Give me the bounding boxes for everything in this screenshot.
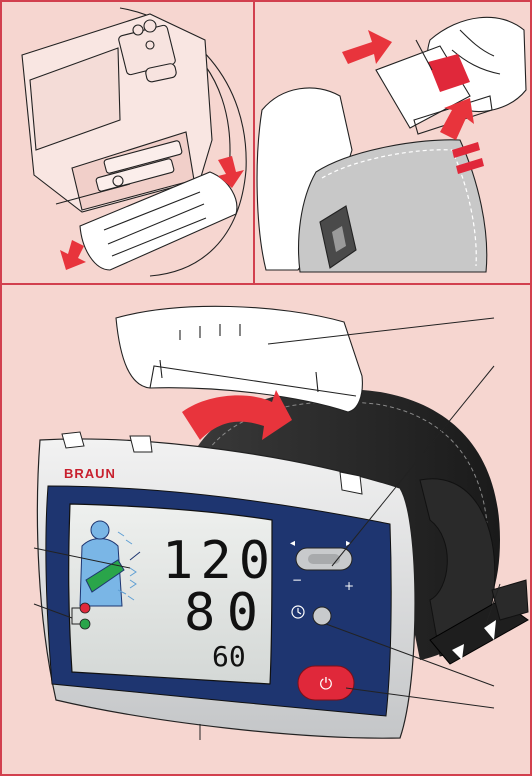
- posture-icon: [79, 520, 141, 607]
- power-icon: ⏻: [320, 674, 333, 693]
- systolic-reading: 120: [162, 531, 270, 591]
- arrow-attach-cover-icon: [182, 390, 292, 440]
- time-set-button[interactable]: [312, 606, 332, 626]
- cuff-arrow-icon: [484, 620, 496, 640]
- brand-logo: BRAUN: [64, 466, 116, 481]
- panel-battery-compartment: [21, 7, 247, 277]
- right-arrow-icon: ▸: [346, 538, 351, 549]
- battery-compartment: [71, 131, 195, 211]
- battery-icon: [95, 158, 175, 192]
- protective-cover: [115, 305, 363, 413]
- arrow-down-right-icon: [218, 156, 244, 188]
- battery-icon: [103, 140, 183, 174]
- left-arrow-icon: ◂: [290, 538, 295, 549]
- minus-icon: −: [292, 573, 302, 587]
- arrow-right-icon: [342, 30, 392, 64]
- callout-lines: [33, 317, 501, 740]
- red-indicator-icon: [79, 602, 91, 614]
- plus-icon: +: [344, 579, 354, 593]
- arrow-down-left-icon: [60, 240, 86, 270]
- clock-icon: [291, 605, 305, 619]
- pulse-reading: 60: [212, 640, 246, 673]
- arrow-up-icon: [440, 98, 474, 140]
- green-indicator-icon: [79, 618, 91, 630]
- callout-line: [55, 183, 131, 205]
- arm-icon: [85, 559, 125, 593]
- start-stop-button[interactable]: [297, 665, 355, 701]
- panel-monitor-front: BRAUN 120 80 60 ◂ ▸ − + ⏻: [33, 305, 529, 740]
- lcd-screen: [68, 503, 273, 685]
- panel-cuff-strap: [256, 16, 527, 273]
- strap-end-red: [428, 54, 470, 92]
